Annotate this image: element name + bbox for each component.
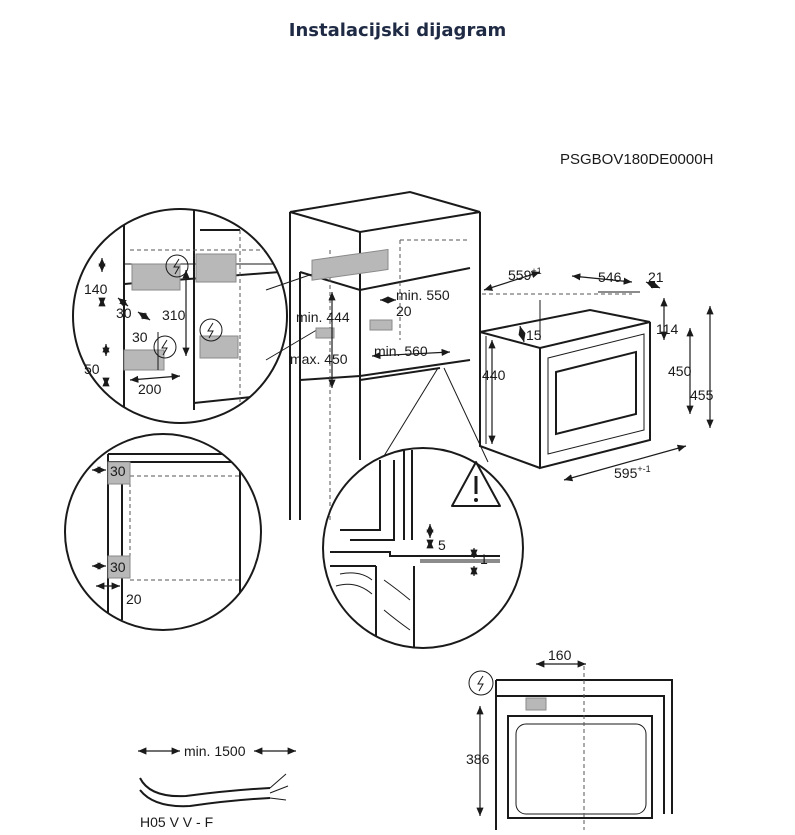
dim-140: 140 bbox=[84, 281, 108, 297]
dim-386: 386 bbox=[466, 751, 490, 767]
electrical-symbol-icon bbox=[468, 670, 494, 696]
dim-160: 160 bbox=[548, 647, 572, 663]
dim-15: 15 bbox=[526, 327, 542, 343]
cable-type: H05 V V - F bbox=[140, 814, 213, 830]
dim-30: 30 bbox=[116, 305, 132, 321]
dim-455: 455 bbox=[690, 387, 714, 403]
warning-triangle-icon bbox=[451, 461, 501, 507]
electrical-symbol-icon bbox=[165, 254, 189, 278]
dim-50: 50 bbox=[84, 361, 100, 377]
dim-1: 1 bbox=[480, 551, 488, 567]
dim-min-444: min. 444 bbox=[296, 309, 350, 325]
dim-559: 559+1 bbox=[508, 266, 542, 283]
dim-114: 114 bbox=[656, 321, 679, 337]
dim-min-550: min. 550 bbox=[396, 287, 450, 303]
dim-30: 30 bbox=[110, 559, 126, 575]
dim-200: 200 bbox=[138, 381, 162, 397]
detail-top-circle: 140 30 310 30 50 200 bbox=[72, 208, 288, 424]
dim-310: 310 bbox=[162, 307, 186, 323]
dim-450: 450 bbox=[668, 363, 692, 379]
dim-21: 21 bbox=[648, 269, 664, 285]
dim-595: 595+-1 bbox=[614, 464, 651, 481]
dim-440: 440 bbox=[482, 367, 506, 383]
dim-546: 546 bbox=[598, 269, 622, 285]
electrical-symbol-icon bbox=[199, 318, 223, 342]
electrical-symbol-icon bbox=[153, 335, 177, 359]
dim-20: 20 bbox=[126, 591, 142, 607]
detail-bottom-circle: 5 1 bbox=[322, 447, 524, 649]
dim-30: 30 bbox=[132, 329, 148, 345]
dim-30: 30 bbox=[110, 463, 126, 479]
cable-min-1500: min. 1500 bbox=[184, 743, 246, 759]
dim-5: 5 bbox=[438, 537, 446, 553]
cabinet-drawing: min. 444 max. 450 min. 550 20 min. 560 bbox=[289, 190, 481, 520]
model-number: PSGBOV180DE0000H bbox=[560, 151, 714, 168]
rear-view-drawing: 160 386 bbox=[466, 647, 673, 830]
dim-max-450: max. 450 bbox=[290, 351, 348, 367]
page-title: Instalacijski dijagram bbox=[288, 20, 507, 41]
power-cable-drawing: min. 1500 H05 V V - F bbox=[138, 743, 296, 830]
detail-left-circle: 30 30 20 bbox=[64, 433, 262, 631]
dim-20: 20 bbox=[396, 303, 412, 319]
dim-min-560: min. 560 bbox=[374, 343, 428, 359]
oven-drawing: 559+1 546 21 15 440 114 450 455 595+-1 bbox=[479, 266, 714, 482]
